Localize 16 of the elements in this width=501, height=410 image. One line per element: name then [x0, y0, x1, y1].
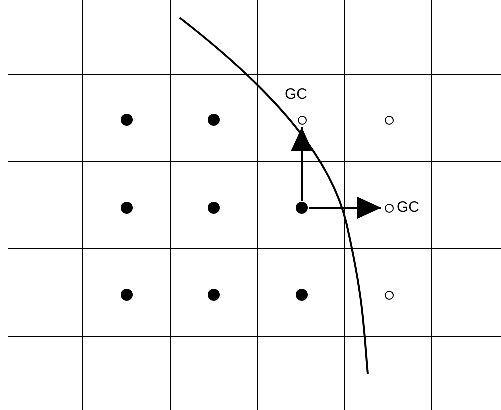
filled-dot [208, 289, 220, 301]
filled-dot [208, 114, 220, 126]
open-circle [384, 116, 394, 124]
filled-dot [121, 202, 133, 214]
open-circle [384, 204, 394, 212]
arrow [309, 197, 382, 219]
filled-dot [121, 114, 133, 126]
node-label: GC [397, 199, 420, 216]
filled-dot [296, 202, 308, 214]
filled-dot [296, 289, 308, 301]
open-circle [298, 116, 306, 124]
filled-dot [121, 289, 133, 301]
node-label: GC [285, 86, 308, 103]
open-circle [384, 290, 394, 300]
arrow [291, 128, 313, 201]
filled-dot [208, 202, 220, 214]
